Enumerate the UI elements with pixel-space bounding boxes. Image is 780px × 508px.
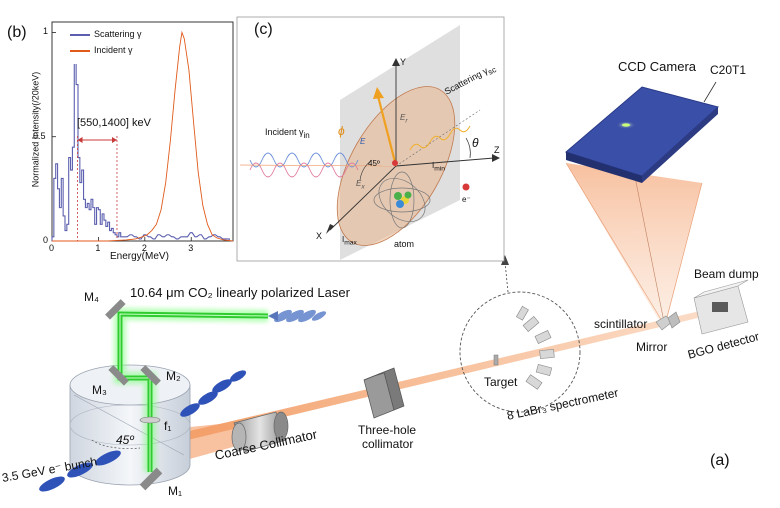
- label-three-hole-2: collimator: [362, 437, 414, 451]
- label-laser: 10.64 μm CO₂ linearly polarized Laser: [130, 285, 350, 300]
- x-tick-label: 2: [141, 243, 147, 253]
- mirror-m4: [105, 299, 126, 320]
- panel-label-b: (b): [7, 24, 27, 41]
- mirror-m2: [140, 365, 161, 386]
- inset-electron-label: e⁻: [462, 195, 471, 204]
- three-hole-collimator: [363, 367, 405, 419]
- inset-c: [236, 16, 505, 262]
- chart-series: [51, 30, 234, 242]
- x-tick-label: 3: [188, 243, 194, 253]
- y-tick-label: 0: [43, 235, 49, 245]
- label-target: Target: [484, 375, 518, 389]
- laser-wave-icon: [268, 309, 327, 323]
- label-beam-dump: Beam dump: [694, 267, 759, 281]
- beam-dump-box: [693, 279, 749, 335]
- inset-e-label: E: [360, 137, 366, 146]
- legend-label-scattering: Scattering γ: [94, 29, 142, 39]
- label-ccd-camera: CCD Camera: [618, 59, 697, 74]
- cone-edge: [665, 182, 703, 322]
- cone-edge: [565, 162, 663, 322]
- panel-label-c: (c): [254, 21, 273, 38]
- mirror-m1: [139, 467, 163, 491]
- y-tick-label: 0.5: [33, 130, 46, 141]
- annotation-arrow-right: [111, 137, 117, 143]
- legend-swatch-scattering: [70, 34, 90, 36]
- spectrometer-region: [459, 291, 581, 413]
- ccd-spot-core: [622, 123, 630, 127]
- inset-phi: ϕ: [338, 124, 345, 138]
- label-m1: M₁: [168, 484, 183, 498]
- light-cone: [566, 163, 702, 322]
- panel-label-a: (a): [710, 452, 730, 469]
- labr3-detectors: [515, 305, 555, 390]
- label-scintillator: scintillator: [594, 317, 648, 331]
- ccd-camera-side2: [642, 107, 718, 183]
- series-incident-line: [52, 30, 234, 242]
- label-m2: M₂: [166, 369, 181, 383]
- label-c20t1: C20T1: [710, 63, 747, 77]
- label-angle-45: 45º: [116, 433, 134, 447]
- electron-bunches: [39, 370, 247, 492]
- lens-f1: [139, 416, 161, 424]
- mirror-m3: [108, 365, 129, 386]
- target-plate: [493, 354, 499, 366]
- inset-imin-label: Imin: [432, 161, 445, 173]
- ccd-camera-side: [566, 152, 642, 183]
- inset-imax-label: Imax: [342, 235, 357, 247]
- label-f1: f₁: [164, 419, 172, 433]
- inset-ex-label: Ex: [356, 179, 365, 191]
- legend-label-incident: Incident γ: [94, 45, 133, 55]
- coarse-collimator: [231, 411, 289, 453]
- label-three-hole-1: Three-hole: [358, 423, 417, 437]
- inset-axis-z: Z: [494, 145, 500, 155]
- annotation-arrow-left: [77, 137, 83, 143]
- inset-angle-45: 45º: [368, 159, 380, 168]
- x-tick-label: 1: [95, 243, 101, 253]
- chart-annotation: [77, 136, 118, 241]
- chart-legend: Scattering γ Incident γ: [66, 26, 162, 64]
- inset-axis-y: Y: [400, 57, 407, 67]
- chart-annotation-label: [550,1400] keV: [77, 117, 152, 129]
- inset-atom-label: atom: [394, 239, 415, 249]
- inset-pointer-line: [504, 261, 509, 293]
- turning-mirror: [655, 311, 681, 331]
- label-m4: M₄: [84, 290, 99, 304]
- inset-incident-label: Incident γin: [265, 127, 310, 140]
- y-tick-label: 1: [43, 26, 49, 37]
- inset-er-label: Er: [400, 113, 408, 125]
- chart-y-axis-label: Normalized Intensity(/20keV): [30, 71, 41, 188]
- label-mirror: Mirror: [636, 340, 668, 354]
- x-tick-label: 0: [49, 243, 55, 253]
- legend-swatch-incident: [70, 50, 90, 52]
- inset-pointer-arrow: [501, 255, 509, 265]
- chart-x-axis-label: Energy(MeV): [110, 251, 169, 262]
- inset-theta: θ: [472, 136, 479, 150]
- label-m3: M₃: [92, 383, 107, 397]
- series-scattering-line: [51, 31, 230, 241]
- inset-axis-x: X: [316, 231, 323, 241]
- c20t1-leader: [703, 81, 717, 103]
